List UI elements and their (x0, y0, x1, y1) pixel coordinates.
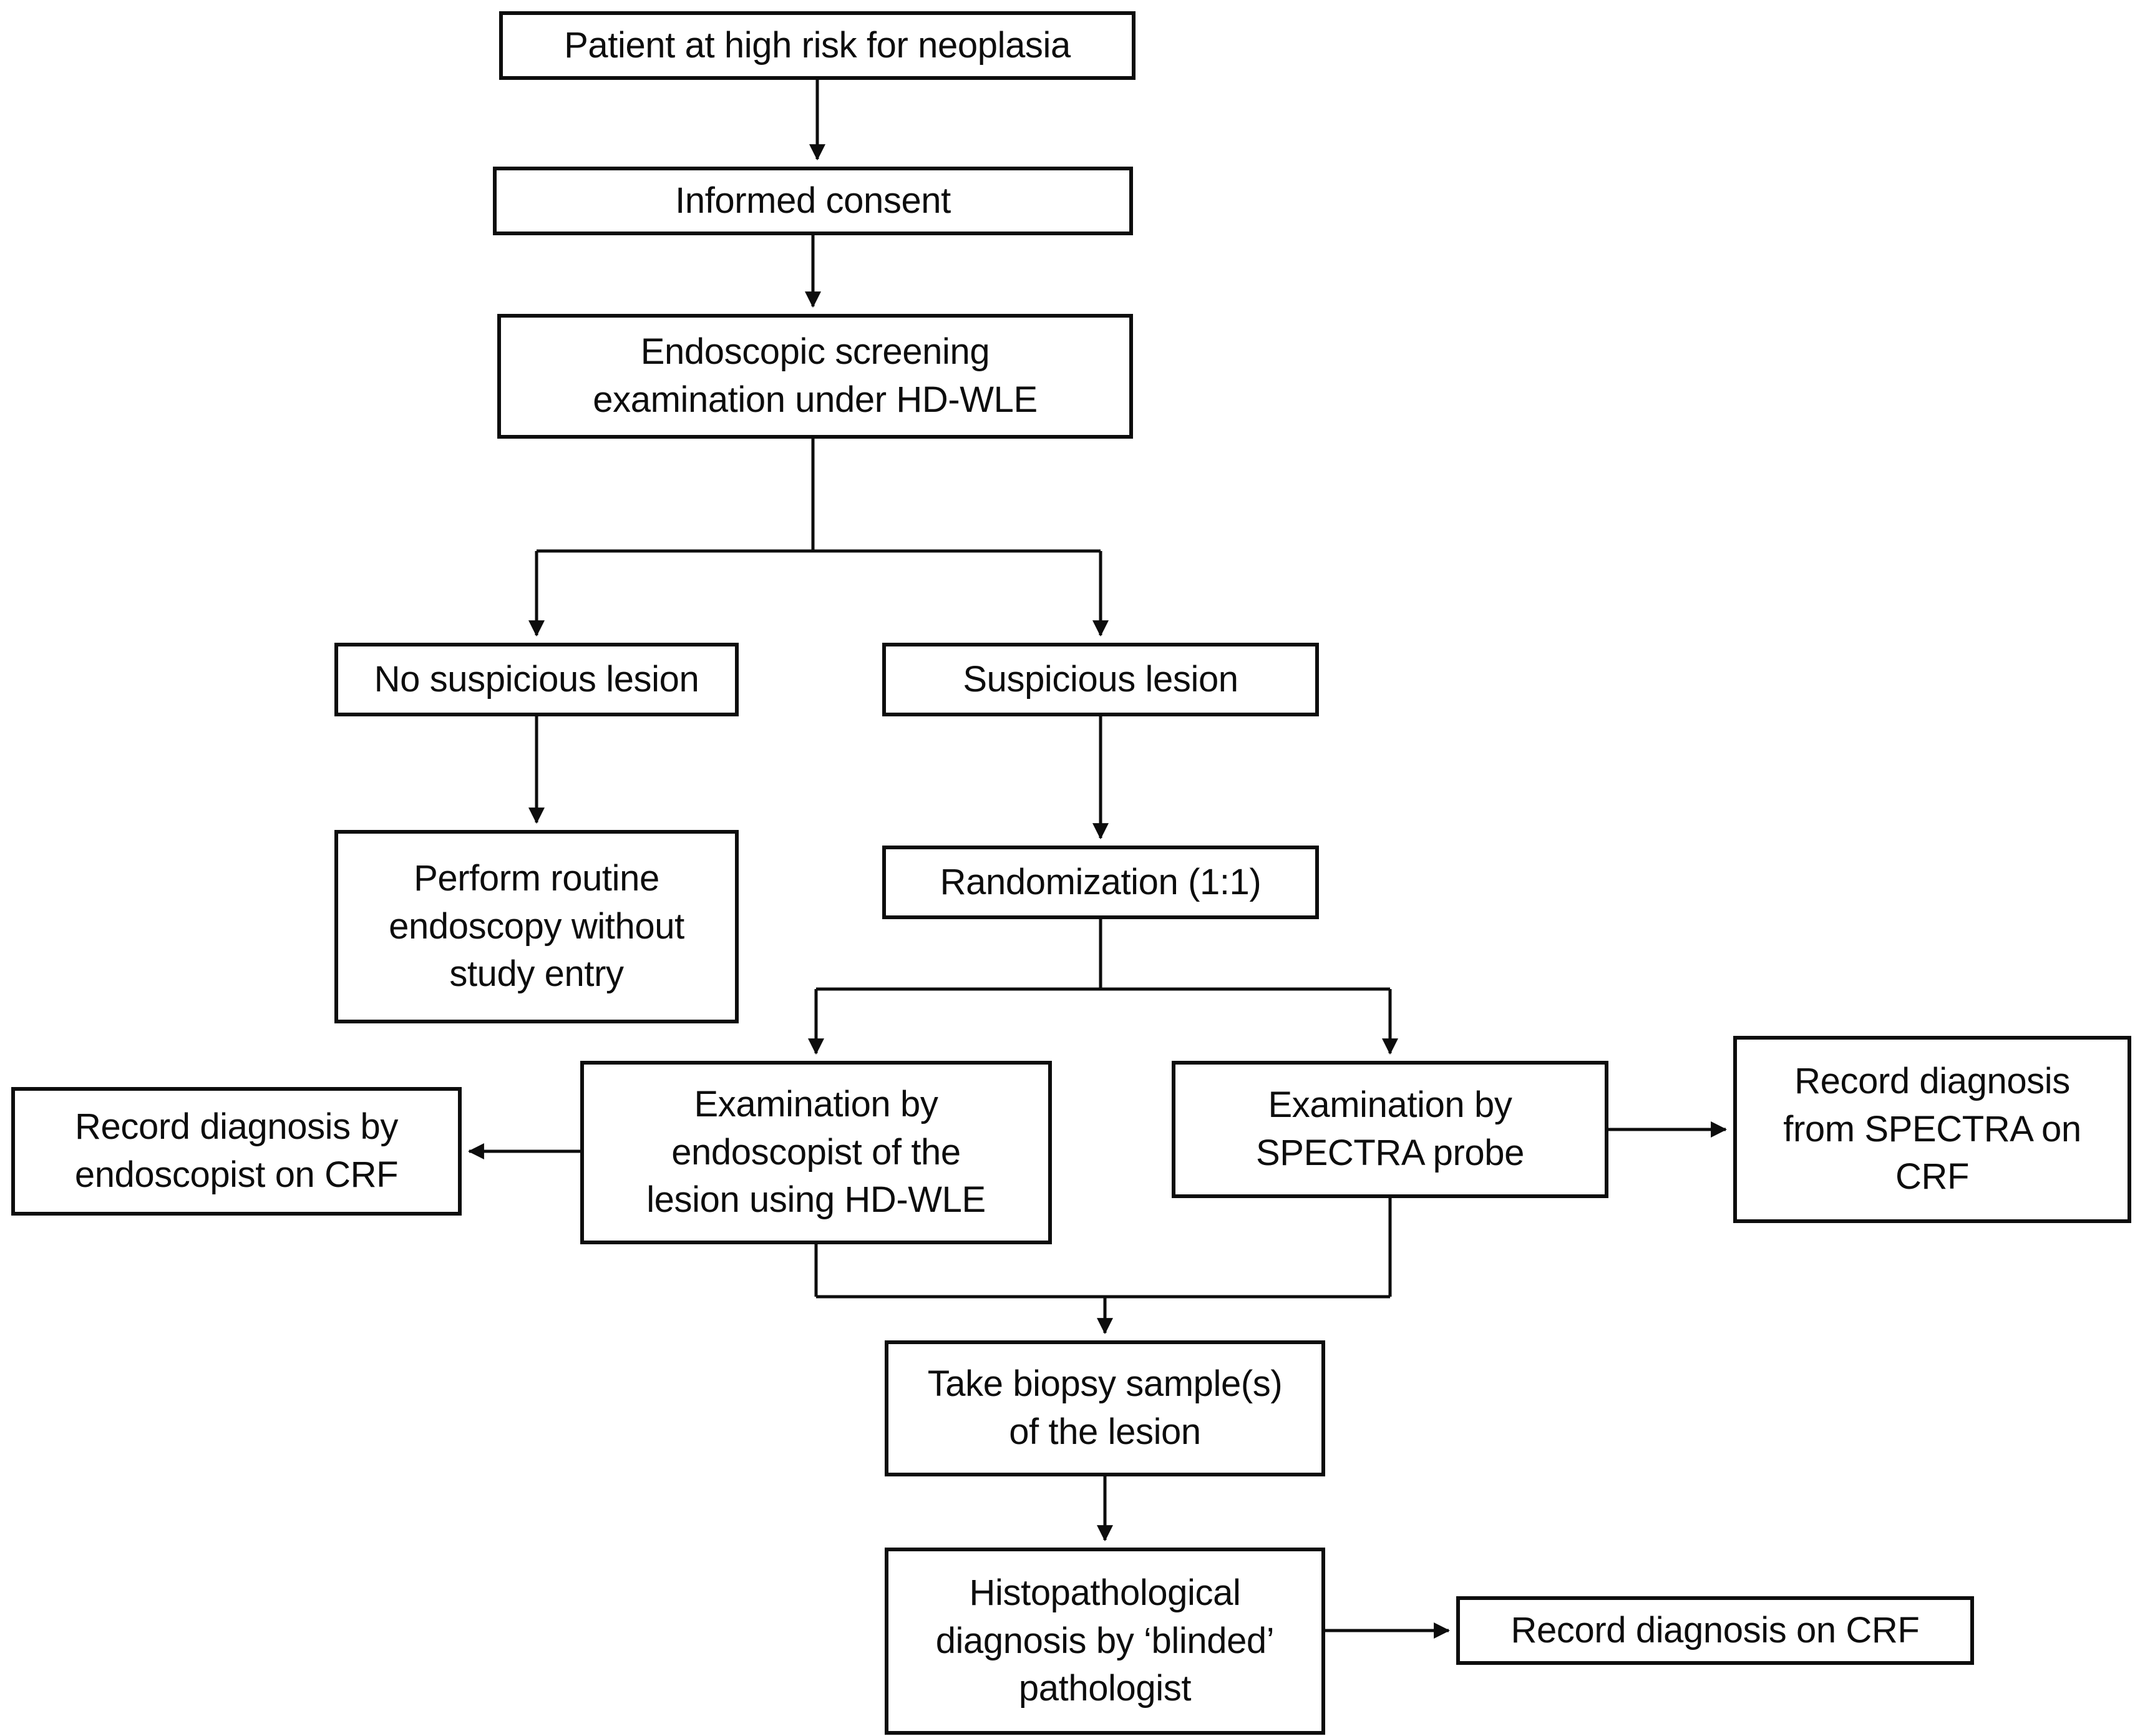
node-exam-endoscopist[interactable]: Examination by endoscopist of the lesion… (580, 1061, 1052, 1244)
node-randomization[interactable]: Randomization (1:1) (882, 846, 1319, 919)
node-informed-consent[interactable]: Informed consent (493, 167, 1133, 235)
node-record-spectra-crf[interactable]: Record diagnosis from SPECTRA on CRF (1733, 1036, 2131, 1223)
node-record-endoscopist-crf[interactable]: Record diagnosis by endoscopist on CRF (11, 1087, 462, 1216)
node-exam-spectra[interactable]: Examination by SPECTRA probe (1172, 1061, 1608, 1198)
node-suspicious-lesion[interactable]: Suspicious lesion (882, 643, 1319, 716)
node-endoscopic-screening[interactable]: Endoscopic screening examination under H… (497, 314, 1133, 439)
node-perform-routine-endoscopy[interactable]: Perform routine endoscopy without study … (334, 830, 739, 1023)
node-record-diagnosis-crf[interactable]: Record diagnosis on CRF (1456, 1596, 1974, 1665)
node-histopathological[interactable]: Histopathological diagnosis by ‘blinded’… (885, 1548, 1325, 1735)
node-patient-high-risk[interactable]: Patient at high risk for neoplasia (499, 11, 1136, 80)
node-take-biopsy[interactable]: Take biopsy sample(s) of the lesion (885, 1340, 1325, 1476)
node-no-suspicious-lesion[interactable]: No suspicious lesion (334, 643, 739, 716)
